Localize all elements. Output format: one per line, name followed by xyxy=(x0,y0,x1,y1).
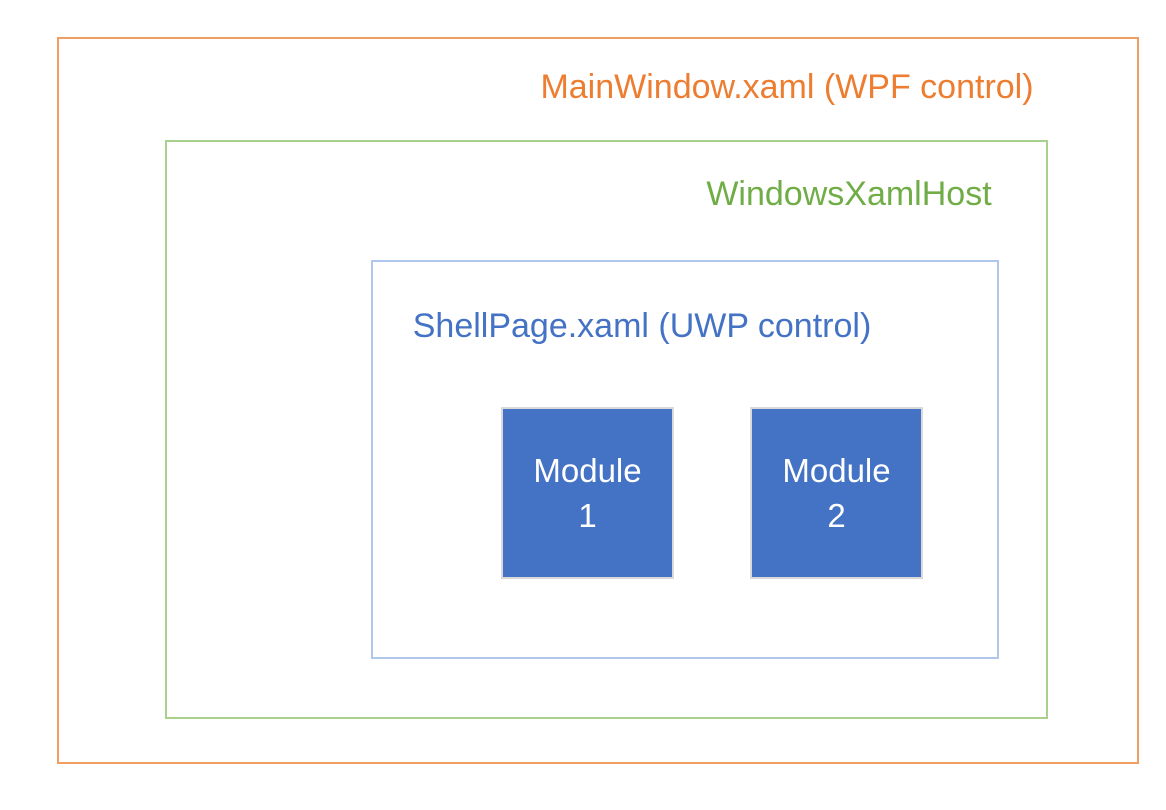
mainwindow-wpf-label: MainWindow.xaml (WPF control) xyxy=(540,68,1034,106)
module-1-box: Module 1 xyxy=(501,407,674,579)
mainwindow-wpf-box: MainWindow.xaml (WPF control) WindowsXam… xyxy=(57,37,1139,764)
module-2-label-line2: 2 xyxy=(827,497,846,534)
shellpage-uwp-box: ShellPage.xaml (UWP control) Module 1 Mo… xyxy=(371,260,999,659)
windows-xaml-host-label: WindowsXamlHost xyxy=(706,175,992,213)
module-2-label-line1: Module xyxy=(782,452,891,489)
module-1-label-line1: Module xyxy=(533,452,642,489)
module-1-label-line2: 1 xyxy=(578,497,597,534)
module-2-box: Module 2 xyxy=(750,407,923,579)
windows-xaml-host-box: WindowsXamlHost ShellPage.xaml (UWP cont… xyxy=(165,140,1048,719)
shellpage-uwp-label: ShellPage.xaml (UWP control) xyxy=(412,307,872,345)
